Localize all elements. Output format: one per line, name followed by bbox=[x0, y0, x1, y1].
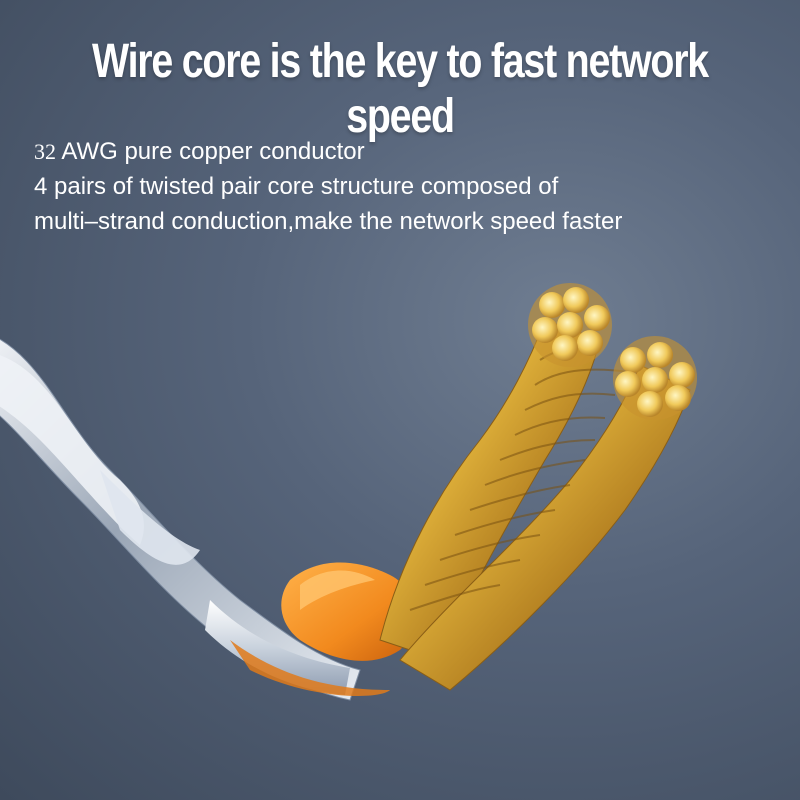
strand-end-left bbox=[528, 283, 612, 367]
description-line-1: 32 AWG pure copper conductor bbox=[34, 134, 774, 169]
awg-text: AWG pure copper conductor bbox=[56, 138, 365, 165]
description-line-2: 4 pairs of twisted pair core structure c… bbox=[34, 173, 559, 200]
description-line-3: multi–strand conduction,make the network… bbox=[34, 208, 623, 235]
headline: Wire core is the key to fast network spe… bbox=[92, 35, 709, 143]
awg-number: 32 bbox=[34, 139, 56, 164]
strand-end-right bbox=[613, 336, 697, 420]
cable-illustration bbox=[0, 283, 697, 701]
description: 32 AWG pure copper conductor 4 pairs of … bbox=[34, 134, 774, 239]
twisted-jacket bbox=[0, 338, 390, 701]
